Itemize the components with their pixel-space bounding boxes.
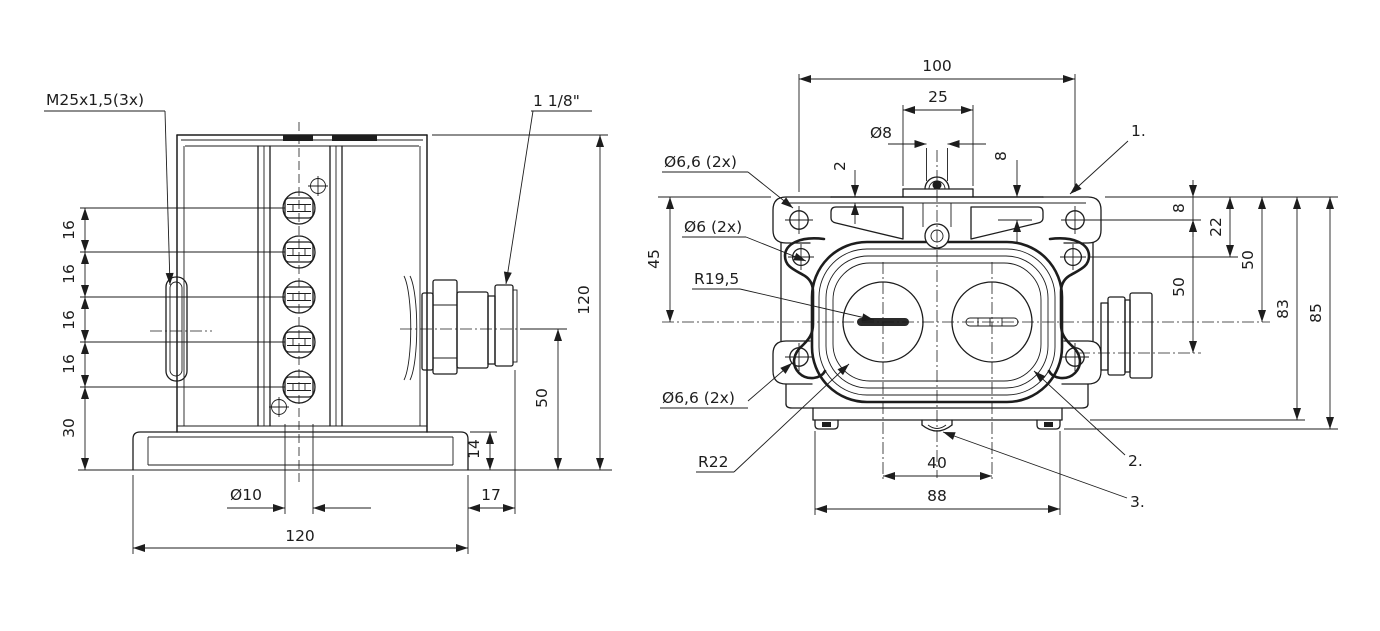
dim-right-offset: 17 <box>468 370 516 514</box>
top-channel <box>830 203 1044 240</box>
dim-base-width: 120 <box>132 475 469 554</box>
dim-slot-dia: Ø10 <box>227 473 371 514</box>
position-cross-icon <box>308 176 328 196</box>
callout-thread: M25x1,5(3x) <box>46 91 144 109</box>
svg-text:120: 120 <box>575 285 593 315</box>
port-plug <box>80 325 316 359</box>
callout-hole-mid: Ø6 (2x) <box>682 218 807 262</box>
dim-bore-spacing-40: 40 <box>883 454 992 480</box>
dim-screw-dia8: Ø8 <box>870 124 986 181</box>
cable-gland-boss <box>150 276 212 382</box>
ref-mark-2: 2. <box>1033 370 1143 470</box>
svg-text:83: 83 <box>1274 299 1292 319</box>
svg-text:50: 50 <box>1239 250 1257 270</box>
dim-16-3: 16 <box>60 310 78 330</box>
svg-text:Ø10: Ø10 <box>230 486 262 504</box>
svg-text:85: 85 <box>1307 303 1325 323</box>
svg-text:50: 50 <box>1170 277 1188 297</box>
callout-hole-bottom: Ø6,6 (2x) <box>660 362 793 409</box>
svg-text:3.: 3. <box>1130 493 1145 511</box>
dim-16-2: 16 <box>60 264 78 284</box>
dim-width-100: 100 <box>798 57 1076 192</box>
front-connector <box>1078 292 1201 379</box>
callout-corner-radius: R22 <box>696 363 850 473</box>
svg-text:R19,5: R19,5 <box>694 270 739 288</box>
svg-text:Ø8: Ø8 <box>870 124 892 142</box>
svg-text:8: 8 <box>992 151 1010 161</box>
dim-base-height: 14 <box>465 431 497 470</box>
seal-strip <box>283 135 313 141</box>
dim-connector-height: 50 <box>520 328 567 470</box>
svg-text:8: 8 <box>1170 203 1188 213</box>
dim-hole2-offset-22: 22 <box>1207 197 1234 257</box>
base-flange <box>132 424 469 473</box>
svg-text:R22: R22 <box>698 453 729 471</box>
front-view: 100 25 Ø8 2 8 Ø6,6 (2x) <box>645 57 1338 515</box>
dim-total-height-85: 85 <box>1307 197 1334 429</box>
foot <box>1036 419 1061 430</box>
svg-text:25: 25 <box>928 88 948 106</box>
port-plugs <box>80 191 316 404</box>
mounting-holes <box>785 206 1089 371</box>
mounting-hole <box>1060 244 1086 270</box>
position-cross-icon <box>269 397 289 417</box>
port-plug <box>80 235 316 269</box>
svg-text:1.: 1. <box>1131 122 1146 140</box>
port-plug <box>80 370 316 404</box>
ref-mark-1: 1. <box>1069 122 1146 195</box>
port-plug <box>80 191 316 225</box>
dim-center-offset-50: 50 <box>1239 197 1266 322</box>
callout-hole-top: Ø6,6 (2x) <box>662 153 794 209</box>
callout-connector: 1 1/8" <box>533 92 580 110</box>
svg-text:22: 22 <box>1207 217 1225 237</box>
seal-strip <box>332 135 377 141</box>
dim-plate-25: 25 <box>902 88 974 186</box>
callout-connector-leader <box>503 110 534 285</box>
dim-feet-width-88: 88 <box>814 431 1061 515</box>
dim-30: 30 <box>60 418 78 438</box>
side-boss-arc <box>403 275 412 381</box>
dim-gap-2: 2 <box>831 161 859 224</box>
top-plate <box>902 176 974 198</box>
svg-text:Ø6,6 (2x): Ø6,6 (2x) <box>662 389 735 407</box>
svg-text:45: 45 <box>645 249 663 269</box>
svg-text:100: 100 <box>922 57 952 75</box>
svg-text:40: 40 <box>927 454 947 472</box>
svg-text:Ø6 (2x): Ø6 (2x) <box>684 218 742 236</box>
dim-body-height-83: 83 <box>1274 197 1301 420</box>
side-view-body <box>176 134 428 433</box>
callout-bore-radius: R19,5 <box>692 270 875 322</box>
svg-text:2: 2 <box>831 161 849 171</box>
mounting-hole <box>785 343 813 371</box>
dim-total-height: 120 <box>432 134 608 470</box>
port-plug <box>80 280 316 314</box>
side-view: M25x1,5(3x) 1 1/8" 16 16 16 16 30 Ø10 <box>44 91 612 554</box>
svg-text:Ø6,6 (2x): Ø6,6 (2x) <box>664 153 737 171</box>
dim-left-45: 45 <box>645 196 771 322</box>
svg-text:88: 88 <box>927 487 947 505</box>
svg-text:50: 50 <box>533 388 551 408</box>
dim-hole-offset-8: 8 <box>1170 180 1197 237</box>
svg-text:14: 14 <box>465 439 483 459</box>
svg-text:2.: 2. <box>1128 452 1143 470</box>
corner-tab <box>772 340 813 385</box>
svg-text:17: 17 <box>481 486 501 504</box>
svg-text:120: 120 <box>285 527 315 545</box>
mounting-hole <box>788 244 814 270</box>
dim-chain-left: 16 16 16 16 30 <box>60 208 89 470</box>
dim-16-4: 16 <box>60 354 78 374</box>
foot <box>814 419 839 430</box>
dim-16-1: 16 <box>60 220 78 240</box>
mounting-hole <box>785 206 813 234</box>
callout-thread-leader <box>164 110 174 286</box>
dim-connector-offset-50: 50 <box>1170 220 1197 353</box>
ref-mark-3: 3. <box>942 431 1145 511</box>
side-connector <box>400 279 545 375</box>
mounting-hole <box>1061 343 1089 371</box>
mounting-hole <box>1061 206 1089 234</box>
dim-top-offset-8: 8 <box>992 151 1032 242</box>
side-boss-arc <box>409 275 418 381</box>
